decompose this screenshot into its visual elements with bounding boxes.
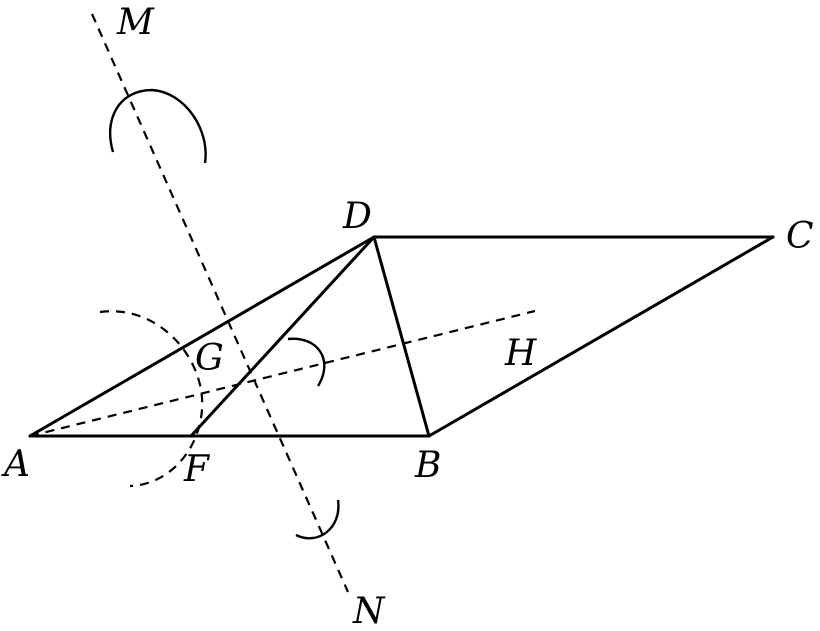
ray-ah	[29, 309, 536, 438]
segment-bc	[427, 235, 775, 438]
line-mn	[90, 13, 350, 593]
segment-df	[189, 235, 376, 438]
construction-arc-a-dashed	[99, 310, 204, 488]
label-f: F	[183, 449, 211, 490]
label-a: A	[1, 444, 30, 485]
label-n: N	[352, 591, 386, 631]
label-c: C	[786, 216, 814, 257]
construction-arc-bottom	[295, 499, 340, 540]
label-m: M	[116, 2, 155, 43]
construction-arc-top	[108, 88, 207, 164]
segment-db	[372, 235, 431, 438]
label-h: H	[504, 333, 537, 374]
label-b: B	[414, 445, 441, 486]
label-d: D	[342, 196, 372, 237]
label-g: G	[195, 338, 224, 379]
segment-da	[28, 235, 376, 438]
construction-arc-h	[287, 337, 326, 387]
